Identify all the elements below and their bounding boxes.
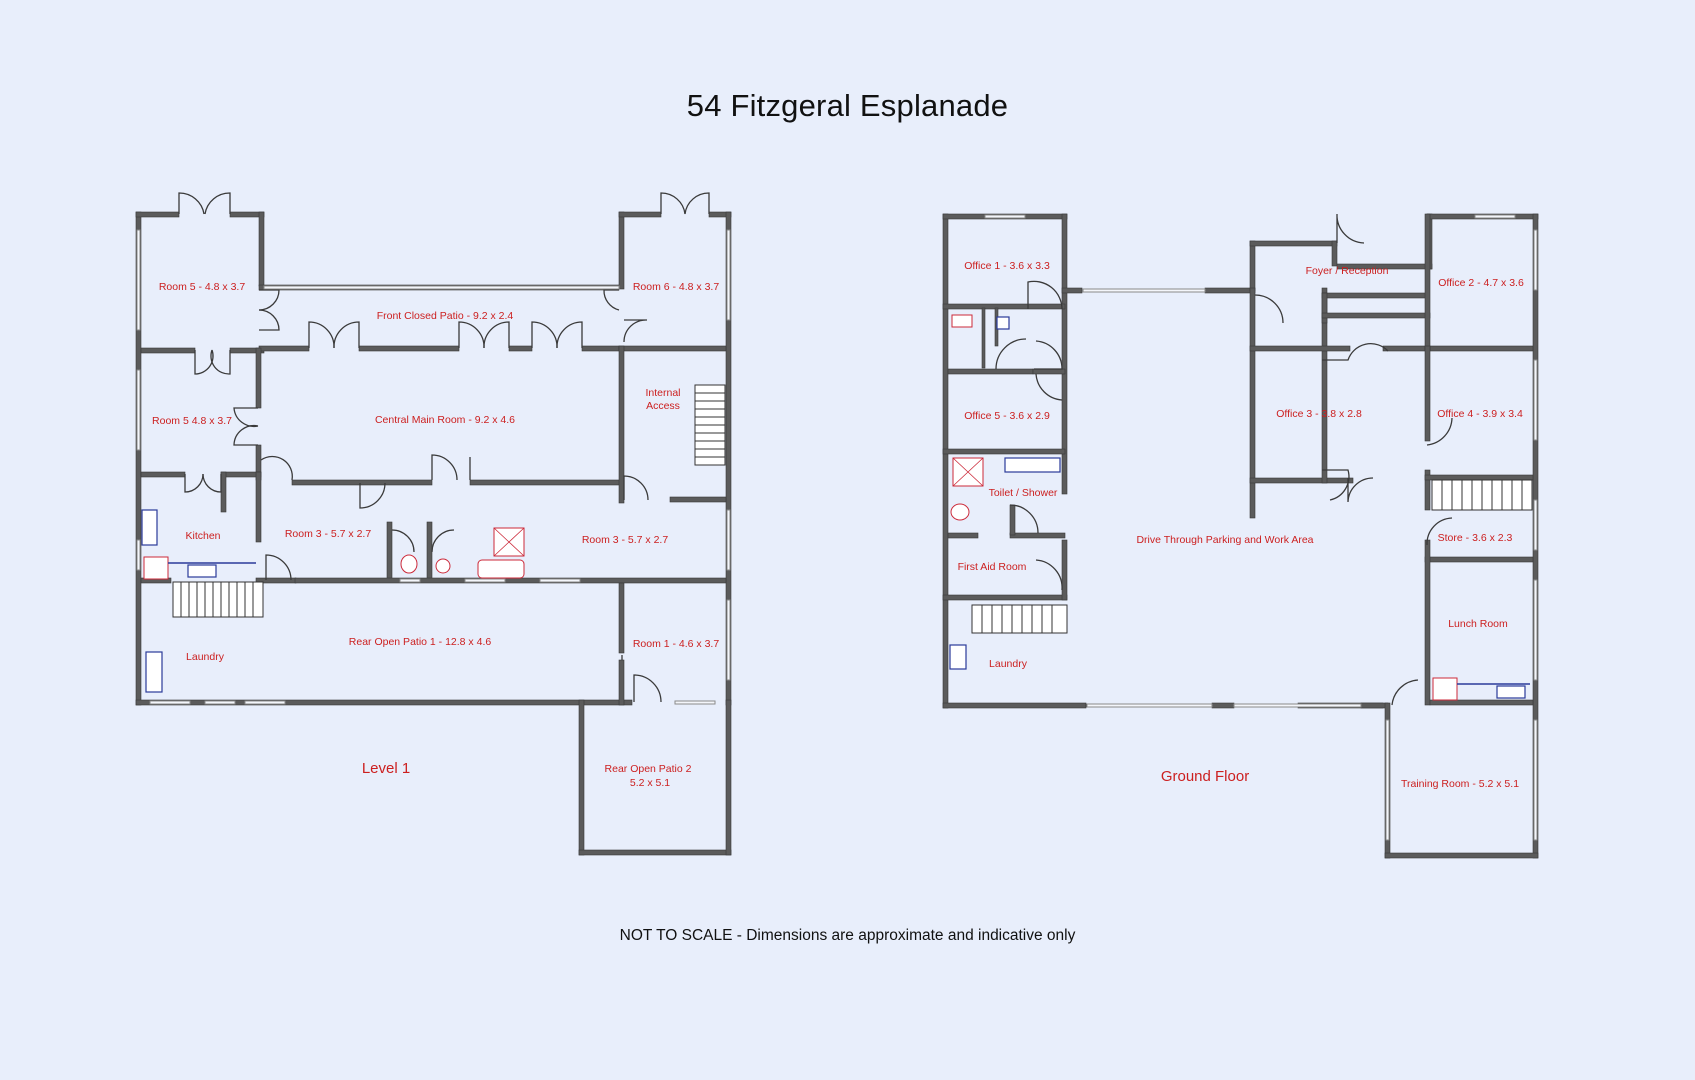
label-office5: Office 5 - 3.6 x 2.9 [964,410,1050,422]
label-foyer: Foyer / Reception [1306,265,1389,277]
label-room5b: Room 5 4.8 x 3.7 [152,415,232,427]
label-laundry-l1: Laundry [186,651,225,663]
floor-label-ground-floor: Ground Floor [1161,768,1249,785]
level-1-plan [135,192,732,856]
label-toilet-shower: Toilet / Shower [989,487,1058,499]
label-room3b: Room 3 - 5.7 x 2.7 [582,534,669,546]
label-room3a: Room 3 - 5.7 x 2.7 [285,528,372,540]
disclaimer-note: NOT TO SCALE - Dimensions are approximat… [619,927,1076,944]
ground-stairs-store [1431,479,1533,511]
office-toilet [951,314,973,328]
level-1-stairs-internal [694,384,726,466]
page-title: 54 Fitzgeral Esplanade [686,88,1009,123]
floor-label-level-1: Level 1 [362,760,410,777]
room-labels: Room 5 - 4.8 x 3.7 Room 6 - 4.8 x 3.7 Fr… [152,260,1524,790]
label-internal-access-1: Internal [645,387,680,399]
label-office2: Office 2 - 4.7 x 3.6 [1438,277,1524,289]
ground-floor-plan [942,213,1539,859]
label-office3: Office 3 - 3.8 x 2.8 [1276,408,1362,420]
label-rear-open-patio-1: Rear Open Patio 1 - 12.8 x 4.6 [349,636,492,648]
ground-stairs-laundry [971,604,1068,634]
basin [435,558,451,574]
label-laundry-gf: Laundry [989,658,1028,670]
label-front-closed-patio: Front Closed Patio - 9.2 x 2.4 [377,310,514,322]
ground-laundry-sink [949,644,967,670]
label-internal-access-2: Access [646,400,680,412]
toilet [400,554,418,574]
laundry-sink [145,651,163,693]
bathtub [477,559,525,579]
label-lunch-room: Lunch Room [1448,618,1508,630]
ground-vanity [1004,457,1061,473]
label-kitchen: Kitchen [185,530,220,542]
label-central-main-room: Central Main Room - 9.2 x 4.6 [375,414,515,426]
kitchen-fridge [141,509,158,546]
label-room1: Room 1 - 4.6 x 3.7 [633,638,720,650]
label-office1: Office 1 - 3.6 x 3.3 [964,260,1050,272]
ground-toilet [950,503,970,521]
kitchen-sink [187,564,217,578]
kitchen-stove [143,556,169,580]
lunch-sink [1496,685,1526,699]
label-first-aid: First Aid Room [958,561,1027,573]
label-room5a: Room 5 - 4.8 x 3.7 [159,281,246,293]
level-1-stairs-main [172,581,264,618]
label-rear-open-patio-2a: Rear Open Patio 2 [605,763,692,775]
lunch-stove [1432,677,1458,701]
label-office4: Office 4 - 3.9 x 3.4 [1437,408,1523,420]
label-training-room: Training Room - 5.2 x 5.1 [1401,778,1519,790]
label-drive-through: Drive Through Parking and Work Area [1136,534,1313,546]
office-basin [996,316,1010,330]
label-rear-open-patio-2b: 5.2 x 5.1 [630,777,670,789]
label-store: Store - 3.6 x 2.3 [1438,532,1513,544]
label-room6: Room 6 - 4.8 x 3.7 [633,281,720,293]
